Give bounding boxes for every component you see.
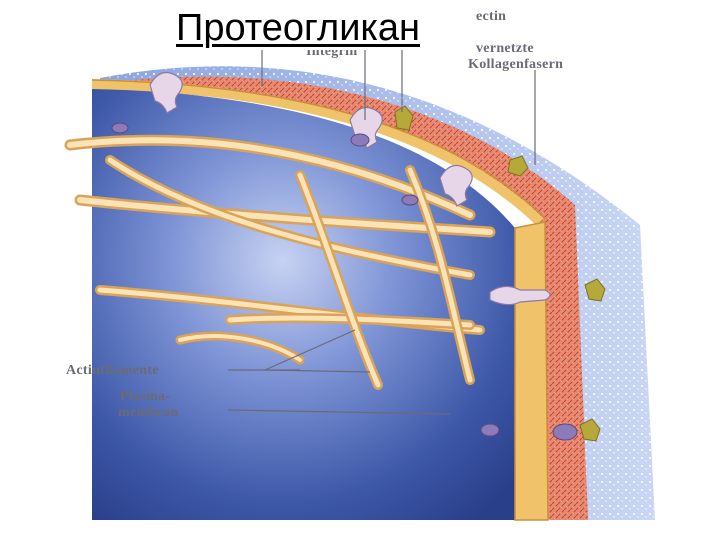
label-kollagenfasern: Kollagenfasern	[468, 57, 563, 72]
leader-lines	[227, 28, 536, 415]
slide-title: Протеогликан	[172, 6, 424, 50]
label-membran: membran	[118, 405, 178, 420]
label-plasma: Plasma-	[120, 389, 170, 404]
label-fibronectin: ectin	[476, 9, 506, 24]
label-vernetzte: vernetzte	[476, 41, 534, 56]
label-actinfilamente: Actinfilamente	[66, 363, 159, 378]
membrane-proteins	[111, 122, 578, 441]
integrin-proteins	[149, 72, 551, 306]
fibronectin-proteins	[394, 105, 606, 442]
actin-filaments	[64, 134, 496, 390]
plasma-membrane-side	[514, 221, 549, 521]
